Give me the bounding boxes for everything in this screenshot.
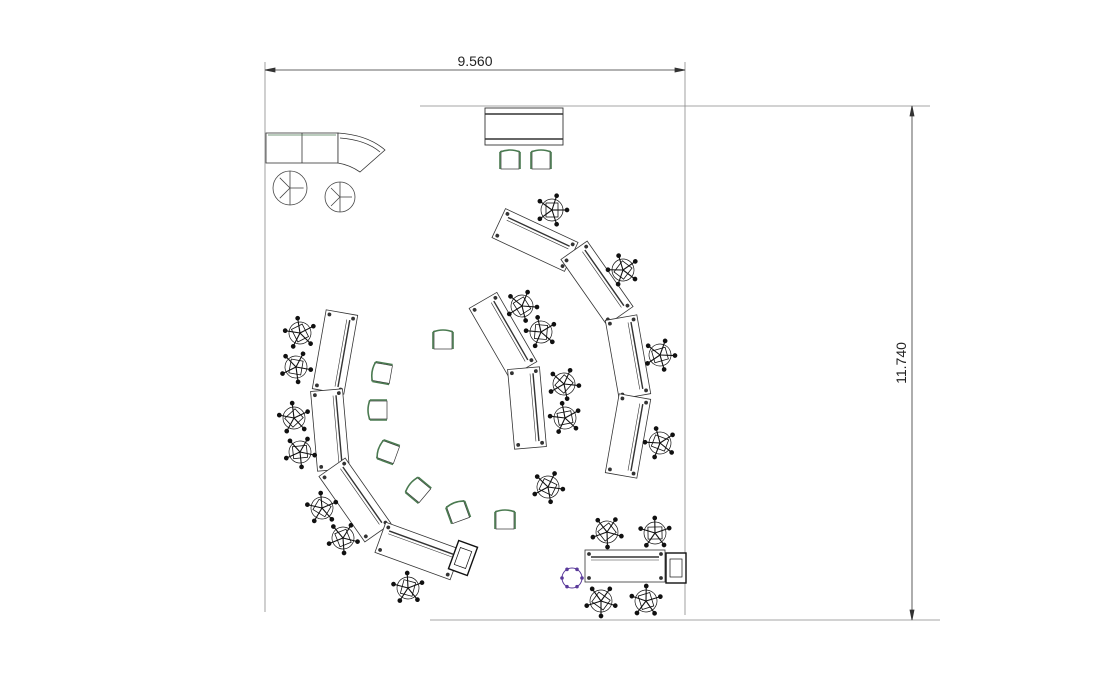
armchair-icon — [370, 360, 393, 386]
width-dimension — [264, 67, 686, 73]
cabinet — [447, 539, 479, 577]
armchair-icon — [404, 476, 432, 505]
armchair-icon — [432, 329, 454, 350]
office-chair-icon — [305, 490, 339, 524]
office-chair-icon — [548, 367, 582, 402]
office-chair-icon — [391, 570, 425, 603]
office-chair-icon — [282, 315, 316, 349]
round-table — [324, 181, 356, 213]
desk-table — [468, 291, 538, 379]
armchair-icon — [494, 509, 516, 530]
office-chair-icon — [629, 583, 663, 616]
office-chair-icon — [326, 522, 360, 556]
lounge-sofa — [265, 132, 386, 173]
desk-table — [604, 393, 652, 479]
office-chair-icon — [537, 193, 570, 227]
armchair-icon — [367, 399, 388, 421]
office-chair-icon — [506, 289, 540, 323]
armchair-icon — [499, 149, 521, 170]
desk-table — [374, 521, 462, 581]
office-chair-icon — [642, 426, 675, 460]
stool-icon — [560, 567, 584, 589]
desk-table — [318, 457, 392, 543]
office-chair-icon — [638, 515, 672, 548]
round-table — [272, 170, 308, 206]
office-chair-icon — [605, 253, 638, 287]
desk-table — [311, 309, 359, 395]
height-dimension-label: 11.740 — [893, 342, 909, 384]
width-dimension-label: 9.560 — [457, 53, 492, 69]
office-chair-icon — [532, 471, 566, 505]
office-chair-icon — [584, 586, 618, 619]
office-chair-icon — [276, 400, 310, 434]
room-outline — [264, 62, 940, 621]
office-chair-icon — [547, 400, 581, 434]
desk-table — [507, 366, 547, 450]
office-chair-icon — [283, 436, 318, 470]
armchair-icon — [376, 439, 401, 466]
office-chair-icon — [645, 338, 678, 372]
height-dimension — [909, 105, 915, 621]
office-chair-icon — [280, 351, 314, 385]
armchair-icon — [445, 500, 472, 525]
desk-table — [604, 314, 652, 400]
desk-table — [560, 240, 634, 326]
reception-desk — [484, 107, 564, 146]
office-chair-icon — [590, 517, 624, 550]
desk-table — [584, 549, 666, 583]
office-chair-icon — [523, 315, 557, 349]
armchair-icon — [530, 149, 552, 170]
cabinet — [665, 552, 687, 584]
